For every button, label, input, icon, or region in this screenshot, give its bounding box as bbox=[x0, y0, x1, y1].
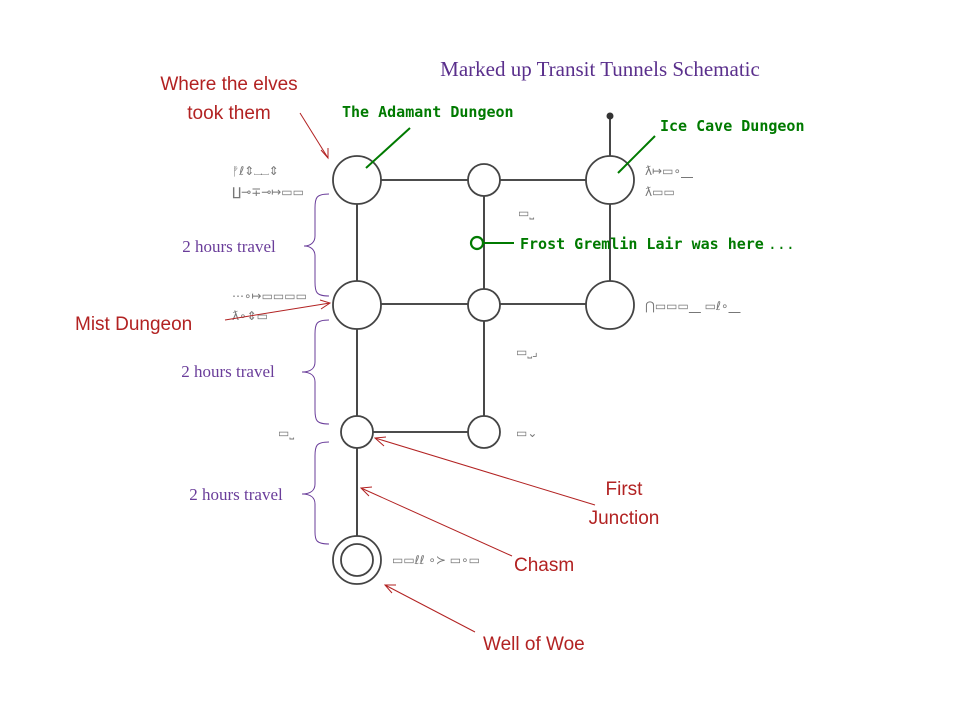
node-right-middle bbox=[585, 280, 635, 330]
label-travel-3: 2 hours travel bbox=[189, 485, 283, 504]
glyph-label-adamant-2: ∐⊸∓⊸↦▭▭ bbox=[232, 185, 304, 199]
node-first-junction bbox=[340, 415, 374, 449]
brace-travel-2 bbox=[301, 319, 330, 425]
pointer-adamant-dungeon bbox=[365, 127, 411, 169]
node-bottom-middle bbox=[467, 415, 501, 449]
tunnel-endpoint-dot bbox=[606, 112, 614, 120]
label-chasm: Chasm bbox=[514, 555, 574, 576]
label-first-junction-line2: Junction bbox=[589, 508, 660, 529]
label-travel-2: 2 hours travel bbox=[181, 362, 275, 381]
glyph-label-first-junction: ▭⎵ bbox=[278, 426, 294, 440]
frost-gremlin-marker bbox=[469, 235, 485, 251]
node-well-of-woe-inner bbox=[340, 543, 374, 577]
glyph-label-ice-2: ƛ▭▭ bbox=[645, 185, 675, 199]
arrowhead-mist-dungeon bbox=[319, 299, 332, 310]
diagram-title: Marked up Transit Tunnels Schematic bbox=[440, 57, 760, 81]
label-where-elves-line1: Where the elves bbox=[160, 74, 297, 95]
arrowhead-where-elves bbox=[320, 148, 329, 160]
glyph-label-adamant-1: ᚡℓ⇕⎵⎵⇕ bbox=[232, 164, 279, 178]
node-adamant-dungeon bbox=[332, 155, 382, 205]
label-first-junction-line1: First bbox=[606, 479, 644, 500]
arrow-mist-dungeon bbox=[224, 302, 331, 321]
node-mist-dungeon bbox=[332, 280, 382, 330]
node-top-middle bbox=[467, 163, 501, 197]
label-frost-gremlin: Frost Gremlin Lair was here... bbox=[520, 235, 795, 253]
arrow-chasm bbox=[360, 487, 513, 557]
arrow-where-elves bbox=[299, 112, 329, 159]
label-frost-gremlin-ellipsis: ... bbox=[768, 235, 795, 253]
label-mist-dungeon: Mist Dungeon bbox=[75, 314, 192, 335]
arrow-first-junction bbox=[374, 437, 596, 506]
label-ice-cave-dungeon: Ice Cave Dungeon bbox=[660, 117, 805, 135]
brace-travel-3 bbox=[301, 441, 330, 545]
label-adamant-dungeon: The Adamant Dungeon bbox=[342, 103, 514, 121]
red-annotations: Where the elves took them Mist Dungeon F… bbox=[75, 74, 659, 655]
glyph-label-top-middle: ▭⎵ bbox=[518, 206, 534, 220]
glyph-label-ice-1: ƛ↦▭∘⎽ bbox=[645, 164, 693, 178]
arrow-well-of-woe bbox=[384, 584, 476, 633]
arrowhead-chasm bbox=[359, 486, 373, 497]
pointer-ice-cave-dungeon bbox=[617, 135, 656, 174]
arrowhead-well-of-woe bbox=[383, 584, 396, 594]
glyph-label-mist-1: ⋯∘↦▭▭▭▭ bbox=[232, 289, 307, 303]
node-middle-center bbox=[467, 288, 501, 322]
label-well-of-woe: Well of Woe bbox=[483, 634, 585, 655]
travel-braces: 2 hours travel 2 hours travel 2 hours tr… bbox=[181, 193, 330, 545]
glyph-label-well: ▭▭ℓℓ ∘≻ ▭∘▭ bbox=[392, 553, 480, 567]
glyph-label-middle-center: ▭⎵⌟ bbox=[516, 345, 538, 359]
green-annotations: The Adamant Dungeon Ice Cave Dungeon Fro… bbox=[342, 103, 805, 253]
arrowhead-first-junction bbox=[373, 436, 387, 447]
label-frost-gremlin-text: Frost Gremlin Lair was here bbox=[520, 235, 764, 253]
tunnel-nodes bbox=[332, 112, 635, 585]
label-travel-1: 2 hours travel bbox=[182, 237, 276, 256]
glyph-label-right-middle: ⋂▭▭▭⎽ ▭ℓ∘⎽ bbox=[645, 299, 740, 313]
label-where-elves-line2: took them bbox=[187, 103, 270, 124]
brace-travel-1 bbox=[303, 193, 330, 297]
node-glyph-labels: ᚡℓ⇕⎵⎵⇕ ∐⊸∓⊸↦▭▭ ƛ↦▭∘⎽ ƛ▭▭ ⋯∘↦▭▭▭▭ ƛ∘⇕▭ ⋂▭… bbox=[232, 164, 740, 567]
glyph-label-bottom-middle: ▭⌄ bbox=[516, 426, 537, 440]
